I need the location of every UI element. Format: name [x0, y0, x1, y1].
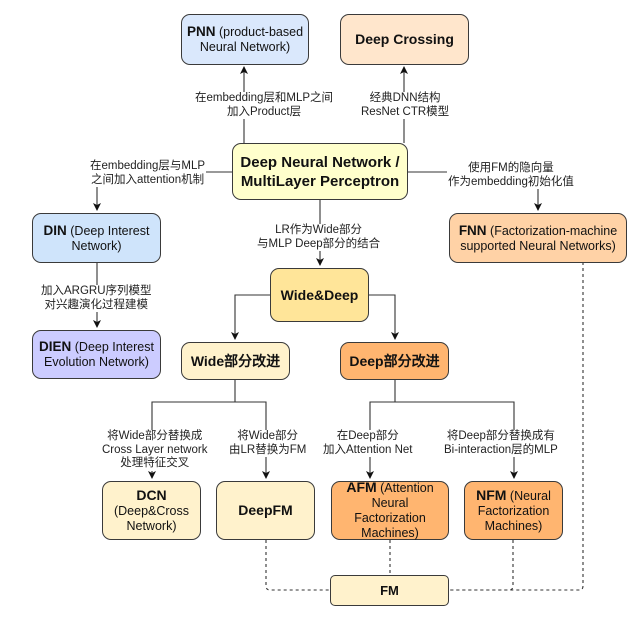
label-line: 加入Product层	[226, 105, 302, 118]
node-deepfm[interactable]: DeepFM	[216, 481, 315, 540]
deep-improve-title: Deep部分改进	[349, 352, 440, 369]
label-line: 之间加入attention机制	[90, 173, 205, 186]
fm-title: FM	[380, 583, 399, 598]
label-line: 对兴趣演化过程建模	[44, 298, 149, 311]
label-line: 与MLP Deep部分的结合	[257, 237, 381, 250]
wide-improve-title: Wide部分改进	[190, 352, 281, 369]
label-line: Bi-interaction层的MLP	[444, 443, 558, 456]
label-line: 在embedding层和MLP之间	[195, 92, 334, 104]
dashed-deepfm-fm	[265, 540, 330, 591]
dashed-nfm-fm	[449, 540, 514, 591]
node-din[interactable]: DIN (Deep Interest Network)	[32, 213, 161, 263]
label-line: 作为embedding初始化值	[448, 175, 574, 188]
node-nfm[interactable]: NFM (Neural Factorization Machines)	[464, 481, 563, 540]
pnn-desc: (product-based Neural Network)	[199, 25, 304, 54]
nfm-title: NFM	[476, 486, 507, 503]
afm-title: AFM	[346, 479, 377, 495]
label-deep-afm: 在Deep部分 加入Attention Net	[322, 430, 414, 457]
dien-title: DIEN	[39, 339, 72, 354]
node-wide-improve[interactable]: Wide部分改进	[181, 342, 290, 380]
label-din-dien: 加入ARGRU序列模型 对兴趣演化过程建模	[40, 285, 153, 312]
fnn-title: FNN	[458, 222, 487, 238]
label-wide-dcn: 将Wide部分替换成 Cross Layer network 处理特征交叉	[101, 430, 209, 471]
label-line: 将Wide部分替换成	[107, 430, 203, 442]
node-wide-deep[interactable]: Wide&Deep	[270, 268, 369, 322]
edge-wide-deep-deep	[369, 294, 399, 340]
label-wide-deepfm: 将Wide部分 由LR替换为FM	[228, 430, 308, 457]
node-deep-improve[interactable]: Deep部分改进	[340, 342, 449, 380]
label-line: 使用FM的隐向量	[468, 162, 554, 174]
node-dien[interactable]: DIEN (Deep Interest Evolution Network)	[32, 330, 161, 379]
node-dcn[interactable]: DCN (Deep&Cross Network)	[102, 481, 201, 540]
label-dnn-din: 在embedding层与MLP 之间加入attention机制	[89, 160, 207, 187]
afm-desc: (Attention Neural Factorization Machines…	[354, 481, 434, 540]
dcn-desc: (Deep&Cross Network)	[113, 503, 190, 533]
label-line: 在Deep部分	[336, 430, 399, 442]
label-dnn-deep-crossing: 经典DNN结构 ResNet CTR模型	[360, 92, 451, 119]
label-line: 处理特征交叉	[120, 457, 190, 469]
deepfm-title: DeepFM	[238, 502, 293, 518]
dcn-title: DCN	[136, 486, 167, 503]
label-line: ResNet CTR模型	[361, 105, 450, 118]
label-line: 加入ARGRU序列模型	[41, 285, 152, 297]
node-fnn[interactable]: FNN (Factorization-machine supported Neu…	[449, 213, 627, 263]
deep-crossing-title: Deep Crossing	[355, 31, 454, 47]
node-fm[interactable]: FM	[330, 575, 449, 606]
label-line: 由LR替换为FM	[229, 443, 307, 456]
edge-wide-deep-wide	[231, 294, 270, 340]
label-deep-nfm: 将Deep部分替换成有 Bi-interaction层的MLP	[443, 430, 559, 457]
label-line: 将Deep部分替换成有	[446, 430, 555, 442]
label-dnn-wide-deep: LR作为Wide部分 与MLP Deep部分的结合	[256, 224, 382, 251]
node-afm[interactable]: AFM (Attention Neural Factorization Mach…	[331, 479, 449, 540]
label-line: 将Wide部分	[237, 430, 298, 442]
din-title: DIN	[43, 222, 67, 238]
dnn-title-line1: Deep Neural Network /	[240, 153, 400, 171]
label-line: 加入Attention Net	[323, 443, 413, 456]
edge-deep-afm	[366, 380, 396, 479]
label-dnn-fnn: 使用FM的隐向量 作为embedding初始化值	[447, 162, 575, 189]
pnn-title: PNN	[186, 24, 216, 39]
label-line: LR作为Wide部分	[275, 224, 363, 236]
dashed-fnn-fm	[449, 262, 584, 591]
label-line: Cross Layer network	[102, 443, 208, 456]
label-line: 经典DNN结构	[369, 92, 441, 104]
label-dnn-pnn: 在embedding层和MLP之间 加入Product层	[194, 92, 335, 119]
din-desc: (Deep Interest Network)	[70, 223, 150, 253]
node-dnn[interactable]: Deep Neural Network / MultiLayer Percept…	[232, 143, 408, 200]
label-line: 在embedding层与MLP	[90, 160, 206, 172]
dien-desc: (Deep Interest Evolution Network)	[44, 340, 154, 369]
node-deep-crossing[interactable]: Deep Crossing	[340, 14, 469, 65]
dnn-title-line2: MultiLayer Perceptron	[240, 172, 400, 190]
wide-deep-title: Wide&Deep	[280, 286, 359, 303]
fnn-desc: (Factorization-machine supported Neural …	[460, 223, 618, 253]
nfm-desc: (Neural Factorization Machines)	[477, 488, 551, 533]
node-pnn[interactable]: PNN (product-based Neural Network)	[181, 14, 309, 65]
